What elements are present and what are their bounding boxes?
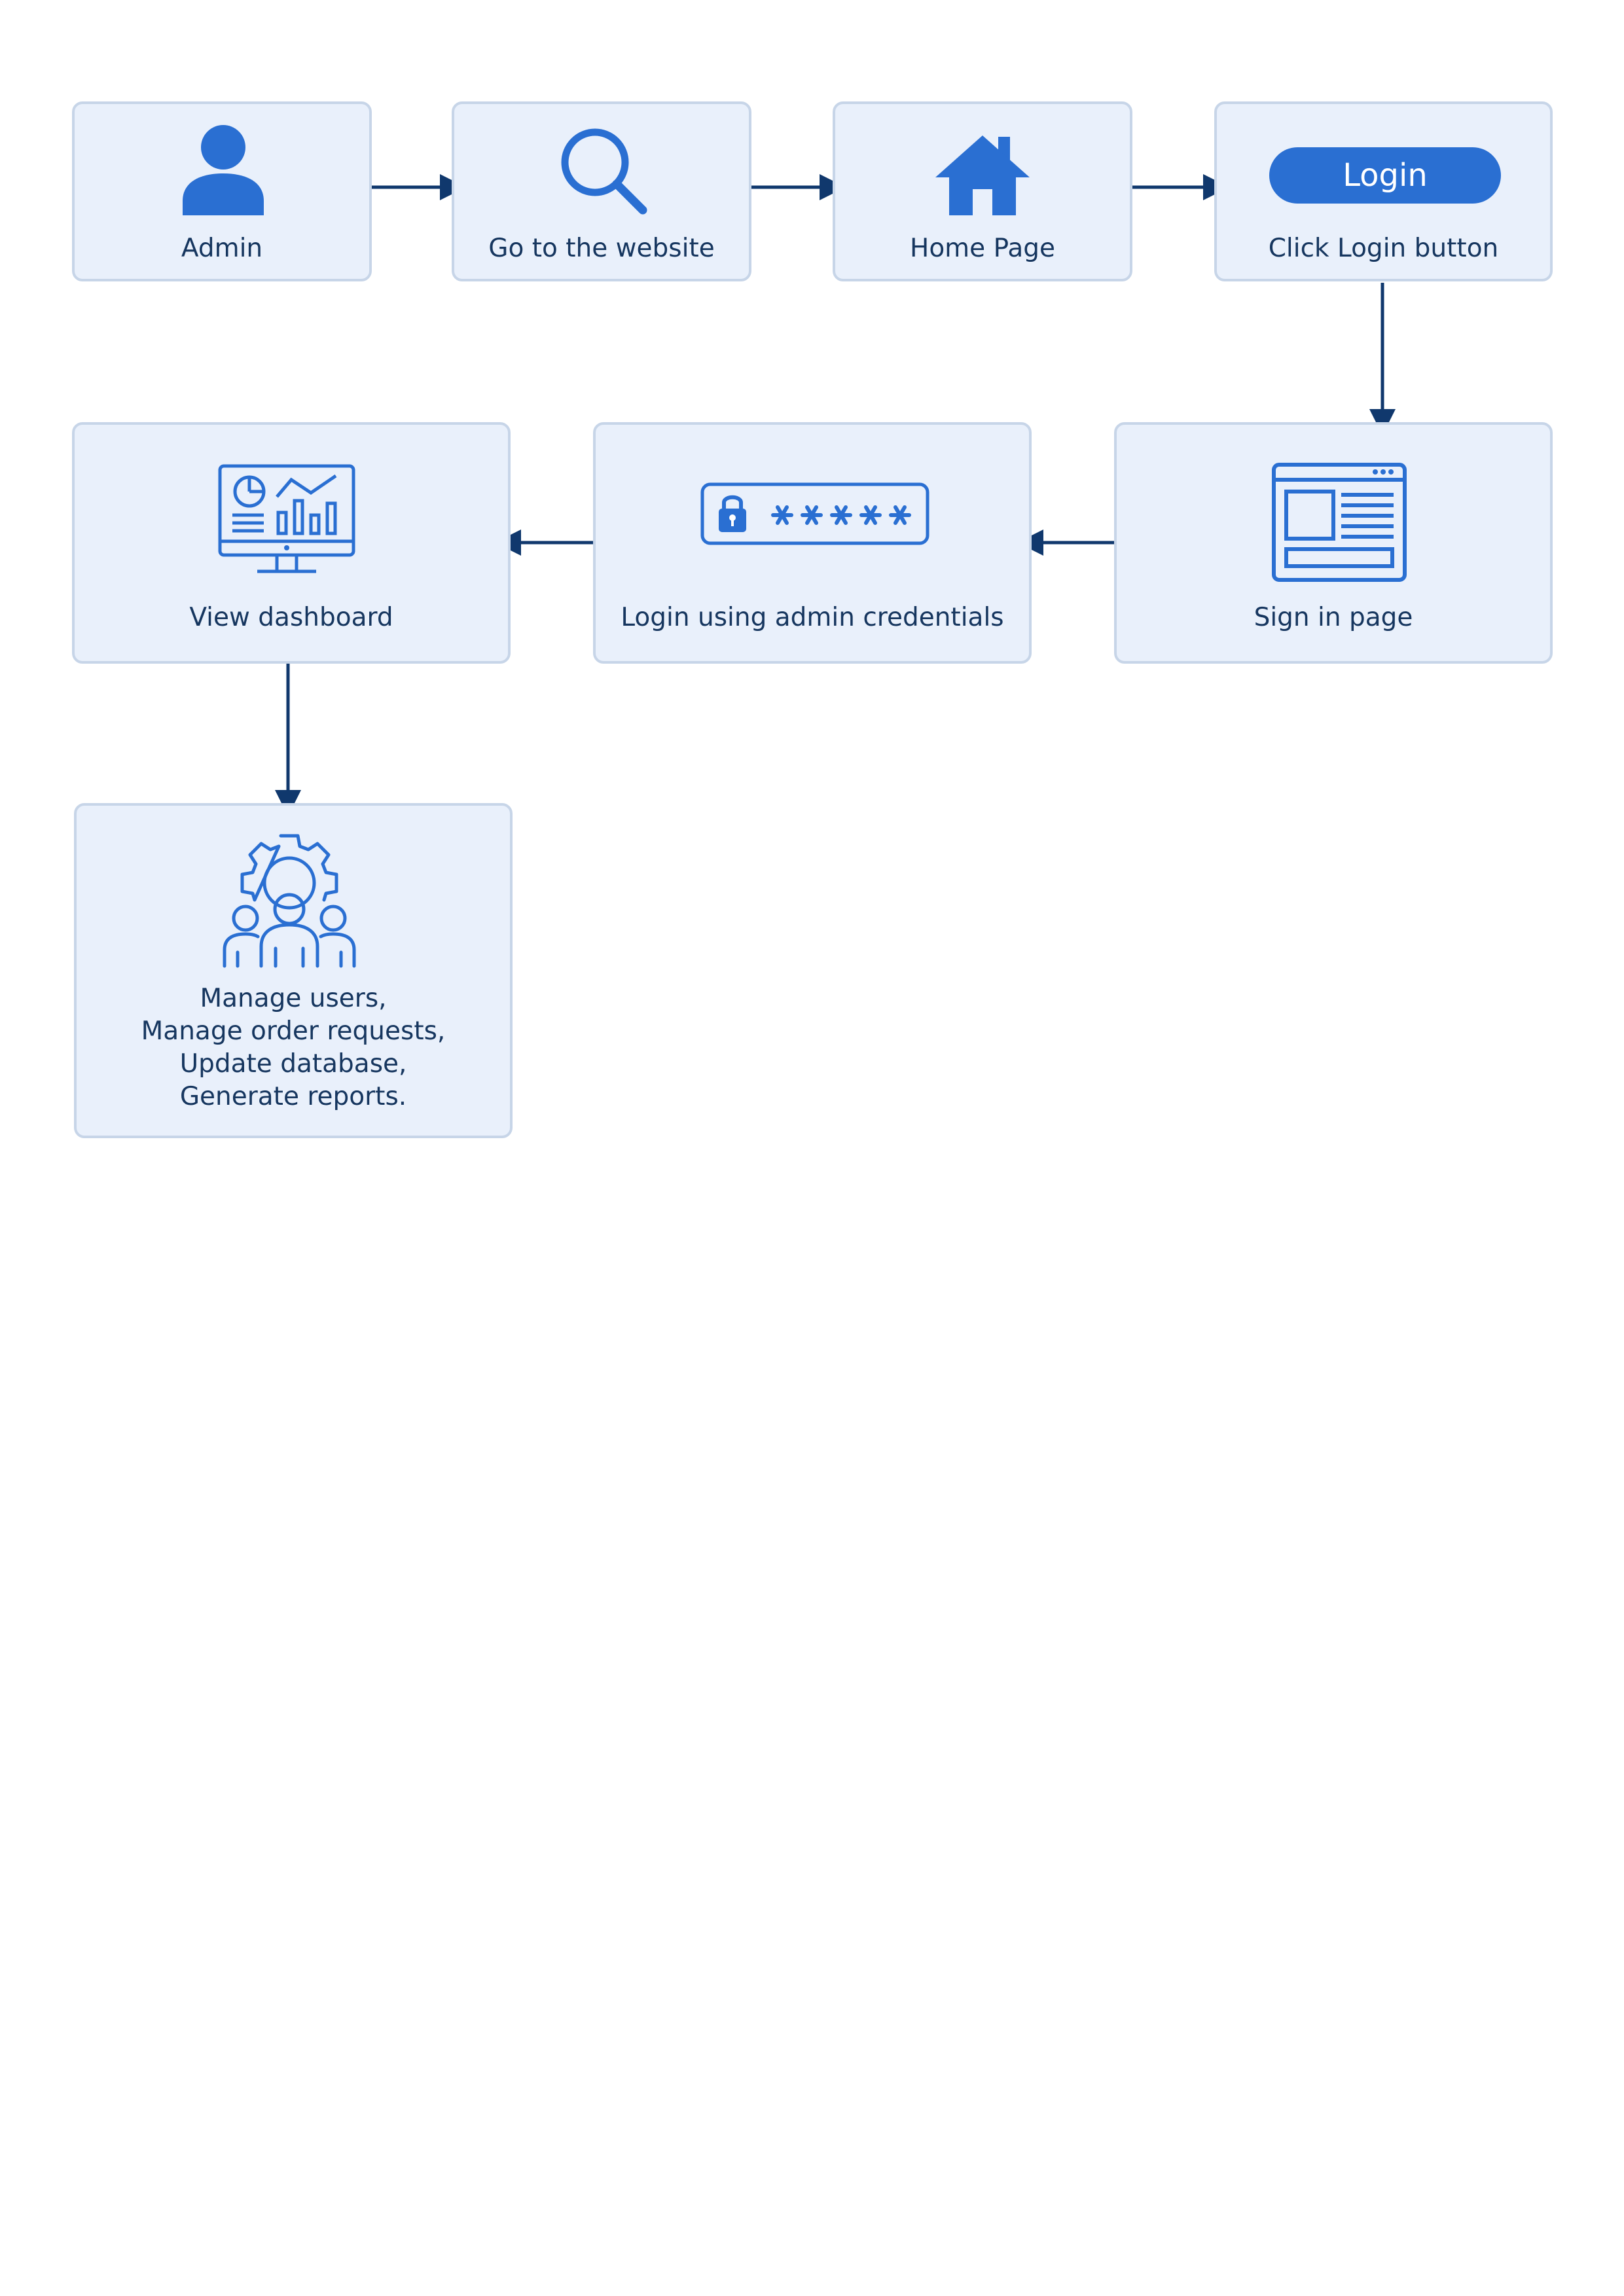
node-home: Home Page [833, 101, 1132, 281]
person-icon [183, 125, 264, 215]
search-icon [561, 128, 647, 215]
node-dashboard-label: View dashboard [189, 603, 393, 632]
node-credentials-label: Login using admin credentials [621, 603, 1004, 632]
login-button[interactable]: Login [1269, 147, 1501, 204]
node-login-button-label: Click Login button [1268, 234, 1499, 263]
team-settings-icon [223, 834, 356, 968]
node-admin: Admin [72, 101, 372, 281]
node-manage-label: Manage users, Manage order requests, Upd… [141, 984, 446, 1111]
node-manage: Manage users, Manage order requests, Upd… [74, 803, 513, 1138]
node-admin-label: Admin [181, 234, 263, 263]
node-login-button: Login Click Login button [1214, 101, 1553, 281]
node-home-label: Home Page [910, 234, 1055, 263]
home-icon [935, 135, 1030, 215]
dashboard-monitor-icon [218, 464, 355, 573]
node-signin-label: Sign in page [1254, 603, 1413, 632]
node-website-label: Go to the website [488, 234, 715, 263]
password-field-icon [700, 482, 929, 545]
browser-window-icon [1272, 463, 1407, 582]
node-credentials: Login using admin credentials [593, 422, 1032, 664]
node-website: Go to the website [452, 101, 751, 281]
node-signin: Sign in page [1114, 422, 1553, 664]
node-dashboard: View dashboard [72, 422, 511, 664]
